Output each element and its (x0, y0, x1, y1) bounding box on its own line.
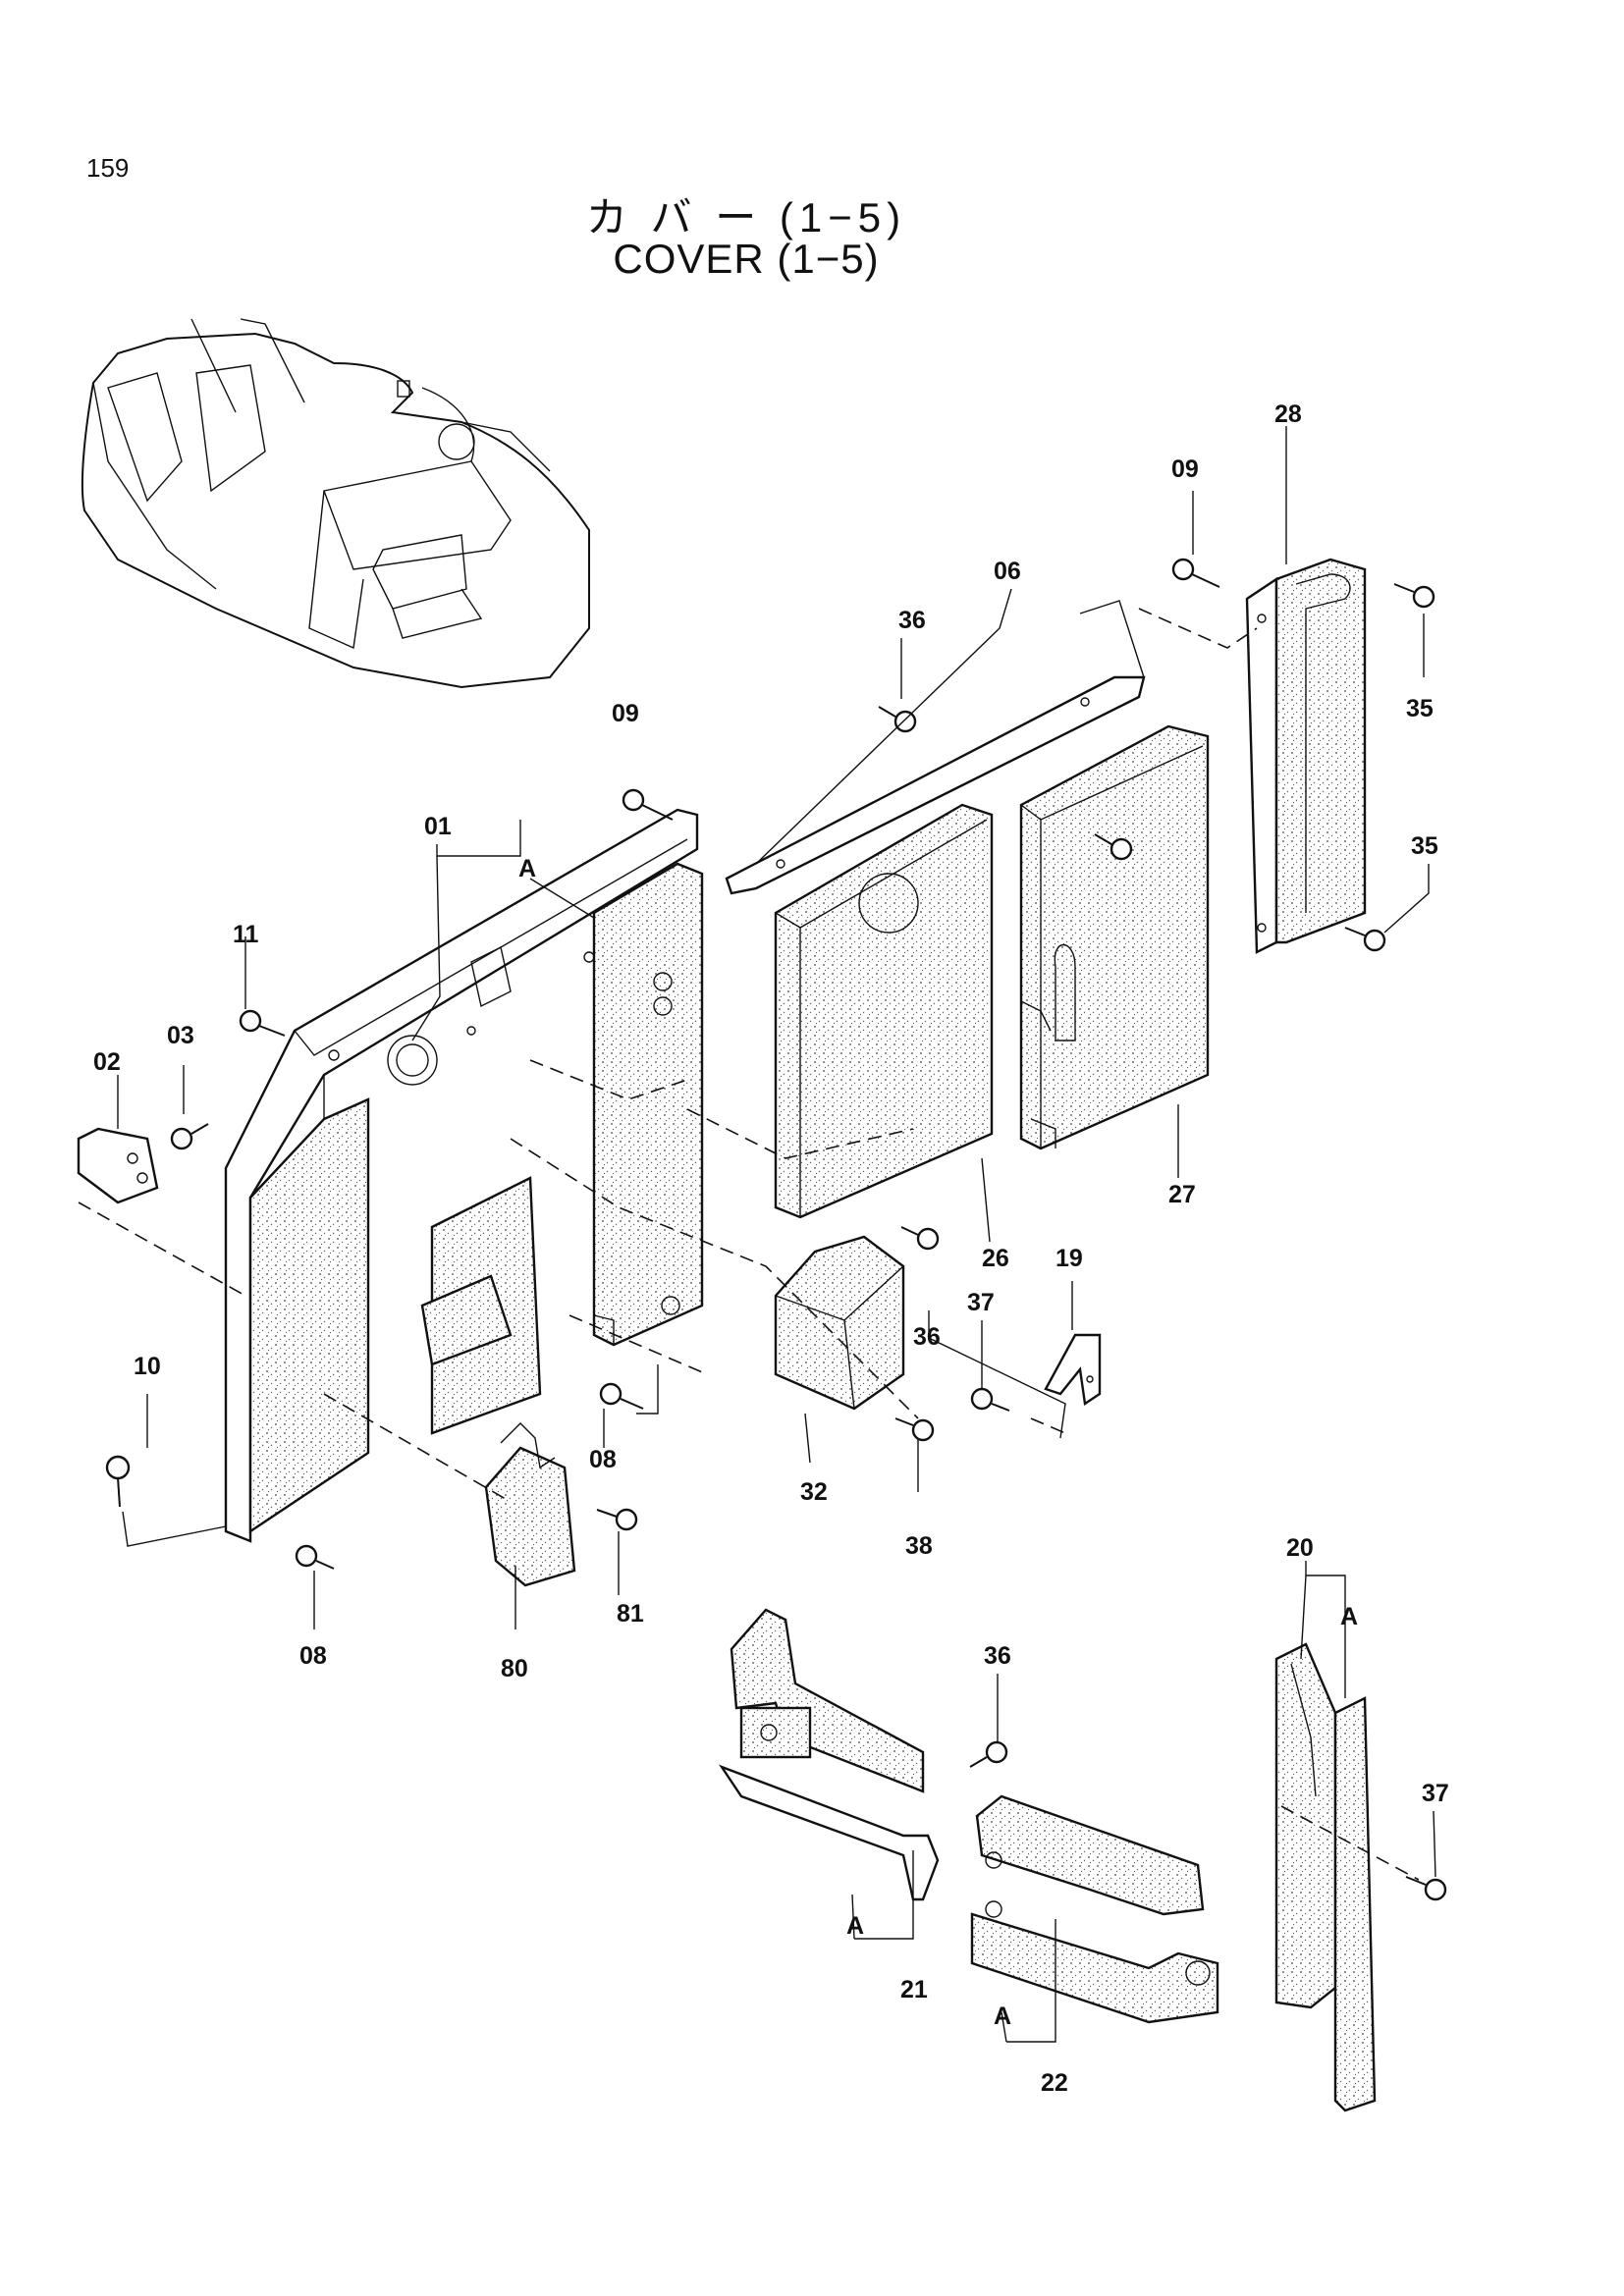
callout-20: 20 (1286, 1534, 1314, 1562)
callout-38: 38 (905, 1532, 933, 1560)
part-32-cover (774, 1235, 905, 1411)
leader-lines (117, 426, 1436, 2043)
callout-11: 11 (233, 921, 259, 948)
callout-19: 19 (1056, 1245, 1083, 1272)
bolt-11 (239, 1009, 286, 1037)
title-japanese: カ バ ー (1−5) (585, 194, 907, 240)
callout-36-lower: 36 (984, 1642, 1011, 1670)
bolt-36-middle (900, 1226, 940, 1251)
callout-35-top: 35 (1406, 695, 1434, 722)
part-21-cover (718, 1608, 940, 1901)
callout-80: 80 (501, 1655, 528, 1682)
callout-10: 10 (134, 1353, 161, 1380)
callout-21: 21 (900, 1976, 928, 2003)
callout-03: 03 (167, 1022, 194, 1049)
callout-06: 06 (994, 558, 1021, 585)
bolt-38 (894, 1417, 935, 1442)
callout-09-upper: 09 (1171, 455, 1199, 483)
callout-37-lower: 37 (1422, 1780, 1449, 1807)
bolt-36-lower (969, 1740, 1008, 1768)
part-01-foam-strip (592, 862, 704, 1347)
callout-labels: 01 02 03 06 08 08 09 09 10 11 19 20 21 2… (93, 400, 1449, 2097)
bolt-group (105, 558, 1447, 1901)
bolt-37-lower (1405, 1876, 1447, 1901)
page-number: 159 (86, 153, 130, 183)
marker-a-part21: A (846, 1912, 864, 1940)
bolt-10 (105, 1455, 131, 1508)
bolt-35-top (1393, 583, 1435, 609)
bolt-36-top (878, 706, 917, 733)
callout-28: 28 (1274, 400, 1302, 428)
bolt-09-left (622, 788, 674, 821)
callout-08-middle: 08 (589, 1446, 617, 1473)
part-28-panel (1245, 558, 1367, 954)
bolt-27-mount (1094, 833, 1133, 861)
callout-27: 27 (1168, 1181, 1196, 1208)
bolt-08-middle (599, 1382, 644, 1410)
assembly-lines (78, 608, 1420, 1881)
part-01-foam-left (248, 1097, 542, 1534)
callout-32: 32 (800, 1478, 828, 1506)
callout-01: 01 (424, 813, 452, 840)
callout-09-left: 09 (612, 700, 639, 727)
part-80-clip (484, 1422, 576, 1587)
part-02-plate (77, 1127, 159, 1204)
callout-22: 22 (1041, 2069, 1068, 2097)
marker-a-upper: A (518, 855, 536, 882)
bolt-08-left (295, 1544, 335, 1570)
excavator-overview-illustration (81, 318, 590, 689)
part-20-seal (1274, 1642, 1377, 2112)
callout-02: 02 (93, 1048, 121, 1076)
part-26-panel (774, 803, 994, 1219)
callout-37-middle: 37 (967, 1289, 995, 1316)
marker-a-part22: A (994, 2002, 1011, 2030)
part-27-panel (1019, 724, 1210, 1150)
marker-a-right: A (1340, 1603, 1358, 1630)
bolt-09-upper (1171, 558, 1220, 588)
bolt-35-lower (1344, 927, 1386, 952)
part-22-cover (970, 1794, 1219, 2024)
callout-35-lower: 35 (1411, 832, 1438, 860)
bolt-81 (596, 1508, 638, 1531)
callout-36-top: 36 (898, 607, 926, 634)
callout-81: 81 (617, 1600, 644, 1628)
bolt-03 (170, 1123, 209, 1150)
part-06-bracket (725, 600, 1146, 895)
callout-26: 26 (982, 1245, 1009, 1272)
title-english: COVER (1−5) (613, 236, 880, 282)
part-19-clip (1044, 1333, 1102, 1407)
bolt-37-middle (970, 1387, 1010, 1412)
callout-36-middle: 36 (913, 1323, 941, 1351)
callout-08-left: 08 (299, 1642, 327, 1670)
